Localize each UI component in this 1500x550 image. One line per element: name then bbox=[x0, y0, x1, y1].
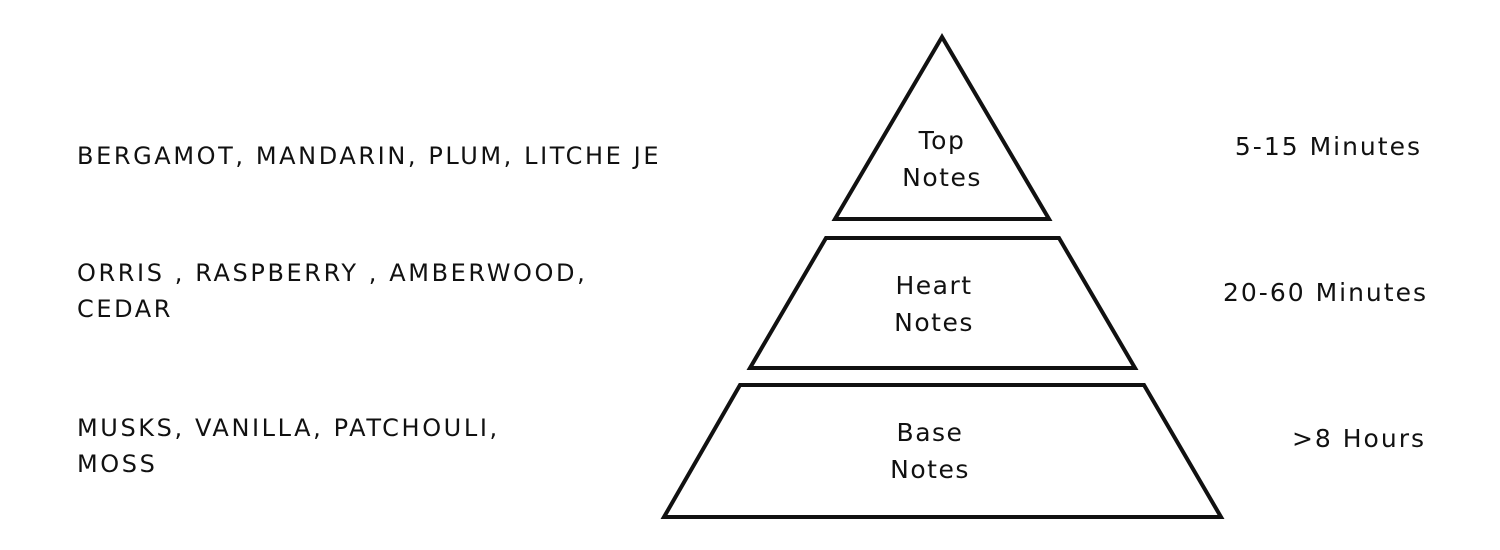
top-notes-duration: 5-15 Minutes bbox=[1234, 132, 1422, 161]
top-notes-ingredients: BERGAMOT, MANDARIN, PLUM, LITCHE JE bbox=[77, 138, 661, 174]
label-line: Base bbox=[896, 418, 964, 447]
base-notes-ingredients: MUSKS, VANILLA, PATCHOULI, MOSS bbox=[77, 410, 500, 482]
label-line: Notes bbox=[902, 163, 982, 192]
heart-notes-trapezoid bbox=[746, 236, 1139, 370]
label-line: Heart bbox=[895, 271, 973, 300]
ingredient-line: CEDAR bbox=[77, 295, 174, 323]
top-notes-triangle bbox=[831, 33, 1053, 221]
heart-notes-duration: 20-60 Minutes bbox=[1222, 278, 1428, 307]
ingredient-line: ORRIS , RASPBERRY , AMBERWOOD, bbox=[77, 259, 588, 287]
base-notes-trapezoid bbox=[660, 383, 1225, 519]
label-line: Notes bbox=[890, 455, 970, 484]
base-notes-duration: >8 Hours bbox=[1291, 424, 1426, 453]
ingredient-line: MOSS bbox=[77, 450, 158, 478]
heart-notes-ingredients: ORRIS , RASPBERRY , AMBERWOOD, CEDAR bbox=[77, 255, 587, 327]
ingredient-line: MUSKS, VANILLA, PATCHOULI, bbox=[77, 414, 500, 442]
label-line: Notes bbox=[894, 308, 974, 337]
label-line: Top bbox=[918, 126, 966, 155]
ingredient-line: BERGAMOT, MANDARIN, PLUM, LITCHE JE bbox=[77, 142, 662, 170]
